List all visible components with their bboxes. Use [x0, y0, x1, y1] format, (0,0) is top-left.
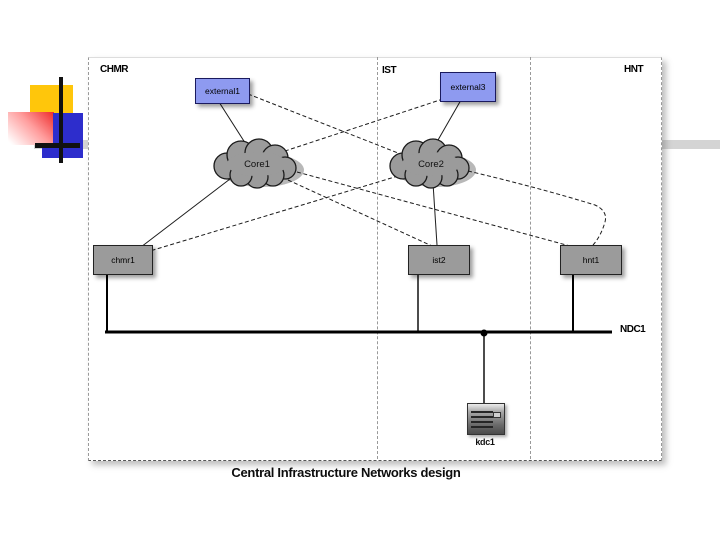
zone-label-hnt: HNT — [624, 64, 644, 75]
zone-separator-chmr-ist — [377, 57, 378, 459]
server-vent — [471, 411, 493, 413]
decoration-red-square — [8, 112, 54, 145]
slide-title: Central Infrastructure Networks design — [231, 465, 461, 480]
decoration-vertical-line — [59, 77, 63, 163]
node-chmr1: chmr1 — [93, 245, 153, 275]
bus-label-ndc1: NDC1 — [620, 324, 646, 335]
zone-separator-ist-hnt — [530, 57, 531, 459]
server-vent — [471, 416, 493, 418]
external3-label: external3 — [450, 82, 486, 92]
server-vent — [471, 421, 493, 423]
hnt1-label: hnt1 — [582, 255, 600, 265]
zone-label-ist: IST — [382, 65, 397, 76]
node-ist2: ist2 — [408, 245, 470, 275]
server-icon — [467, 403, 505, 435]
node-external3: external3 — [440, 72, 496, 102]
external1-label: external1 — [205, 86, 240, 96]
ist2-label: ist2 — [432, 255, 446, 265]
node-external1: external1 — [195, 78, 250, 104]
kdc1-label: kdc1 — [475, 437, 495, 447]
zone-label-chmr: CHMR — [100, 64, 129, 75]
node-hnt1: hnt1 — [560, 245, 622, 275]
chmr1-label: chmr1 — [111, 255, 135, 265]
server-vent — [471, 426, 493, 428]
decoration-horizontal-line — [35, 143, 80, 148]
server-indicator — [493, 412, 501, 418]
